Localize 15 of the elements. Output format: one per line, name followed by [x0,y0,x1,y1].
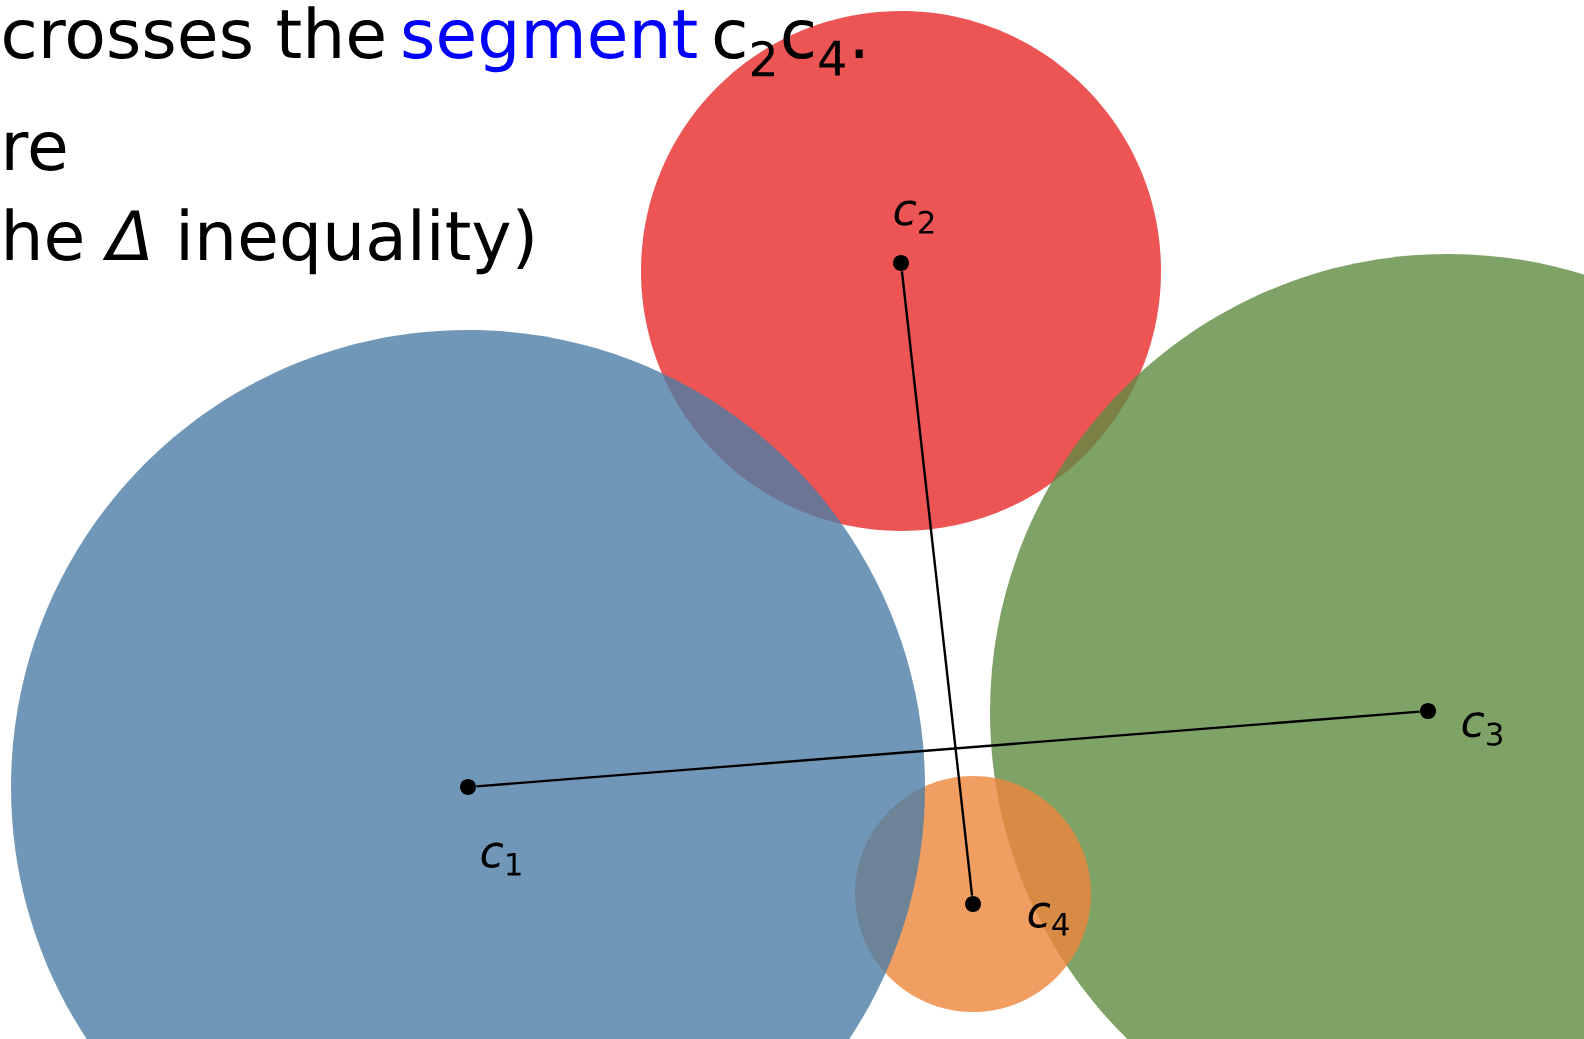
point-label: c$_{4}$ [1028,902,1069,936]
center-dot [1420,703,1436,719]
point-label: c$_{2}$ [894,200,934,234]
center-dot [965,896,981,912]
center-dot [893,255,909,271]
text-line: c$_{2}$c$_{4}$. [714,19,863,77]
text-line: re [6,131,66,171]
text-line: segment [403,10,697,73]
point-label: c$_{1}$ [481,842,521,876]
point-label: c$_{3}$ [1462,712,1502,746]
line-segment [476,710,1420,788]
line-segment [900,271,974,896]
text-line: he Δ inequality) [6,208,533,275]
center-dot [460,779,476,795]
text-line: crosses the [4,6,384,59]
